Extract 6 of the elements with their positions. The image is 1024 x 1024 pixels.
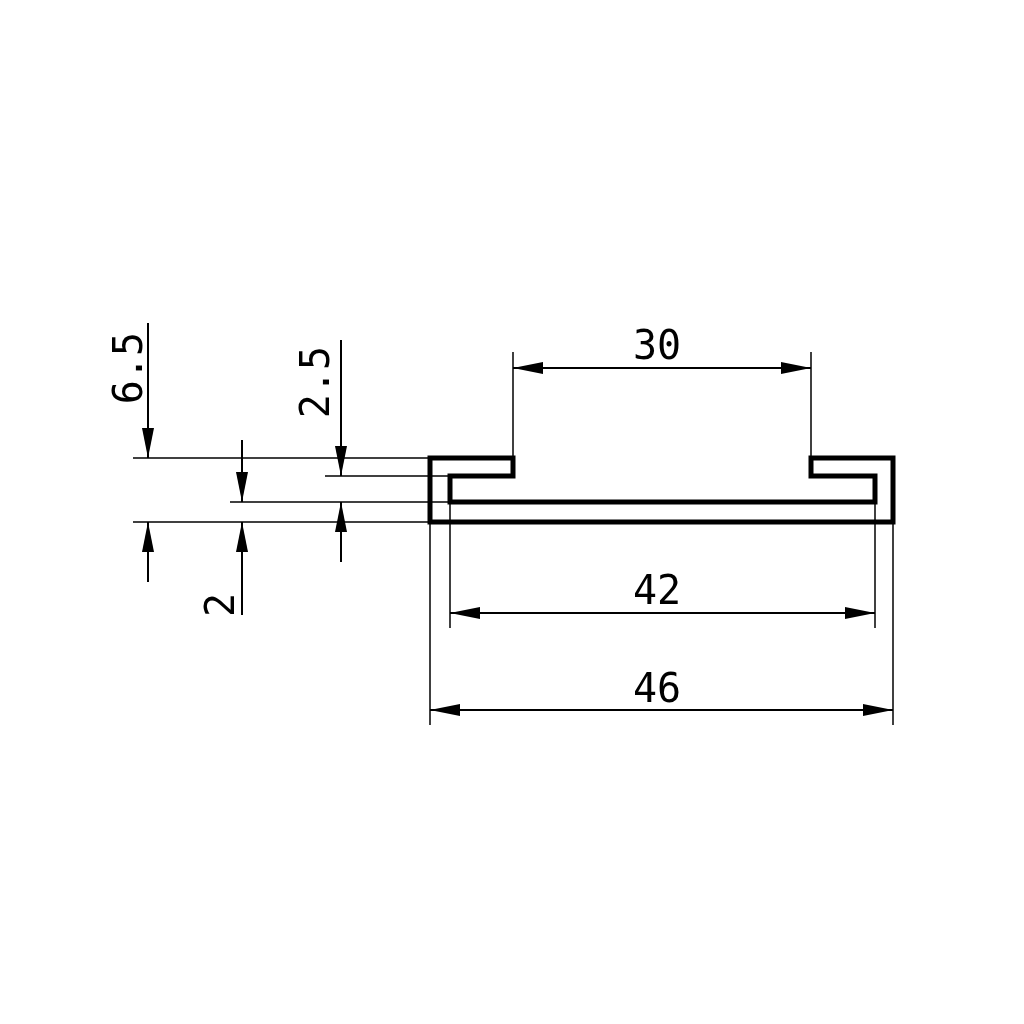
dimension-label: 2: [200, 592, 241, 618]
dimension-label: 2.5: [295, 345, 336, 419]
dimension-label: 6.5: [108, 331, 149, 405]
dimension-label: 30: [633, 325, 682, 365]
dimension-label: 42: [633, 570, 682, 610]
dimension-label: 46: [633, 668, 682, 708]
